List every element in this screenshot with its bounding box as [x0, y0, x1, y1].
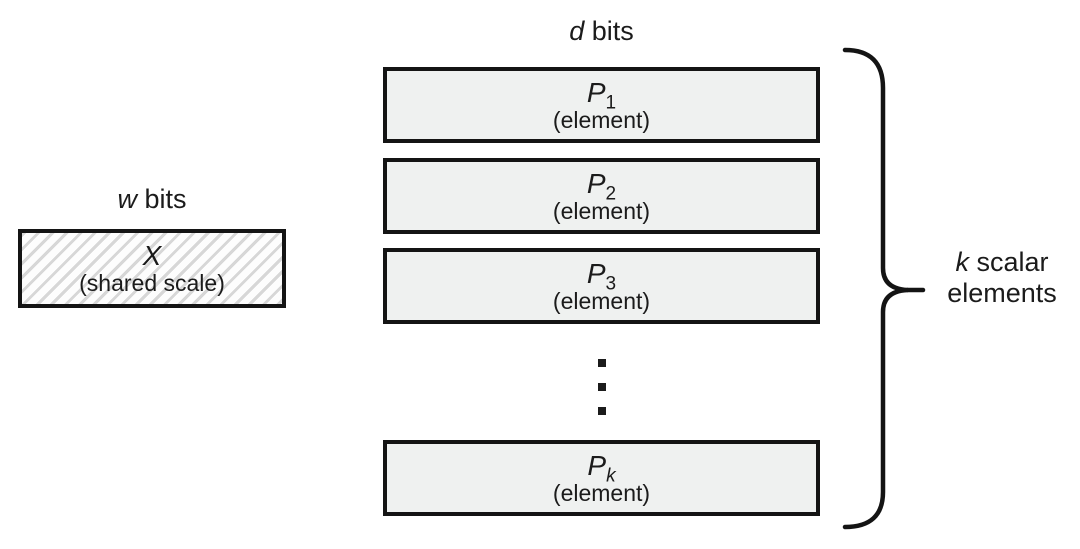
w-bits-variable: w	[117, 184, 137, 214]
k-scalar-line1: k scalar	[927, 247, 1077, 278]
ellipsis-dot	[598, 407, 606, 415]
ellipsis-dot	[598, 383, 606, 391]
element-caption-1: (element)	[552, 106, 651, 133]
element-symbol-letter: P	[587, 449, 607, 481]
shared-scale-symbol: X	[142, 240, 162, 271]
element-caption-2: (element)	[552, 197, 651, 224]
k-scalar-text: scalar	[968, 247, 1049, 277]
d-bits-text: bits	[584, 16, 634, 46]
element-symbol-letter: P	[586, 76, 606, 108]
k-variable: k	[955, 247, 969, 277]
ellipsis-dot	[598, 359, 606, 367]
shared-scale-box: X (shared scale)	[18, 229, 286, 308]
element-symbol-1: P1	[586, 76, 616, 113]
k-scalar-line2: elements	[947, 278, 1057, 308]
element-box-3: P3 (element)	[383, 248, 820, 324]
element-symbol-letter: P	[586, 167, 606, 199]
element-symbol-k: Pk	[587, 449, 615, 486]
vertical-ellipsis-icon	[598, 359, 607, 415]
w-bits-label: w bits	[18, 184, 286, 214]
d-bits-variable: d	[569, 16, 585, 46]
element-symbol-subscript: 2	[605, 183, 617, 205]
d-bits-label: d bits	[383, 16, 820, 46]
element-box-k: Pk (element)	[383, 440, 820, 516]
element-caption-k: (element)	[552, 479, 651, 506]
shared-scale-caption: (shared scale)	[79, 270, 225, 296]
k-elements-brace	[842, 47, 926, 530]
element-symbol-subscript: 1	[605, 92, 617, 114]
element-symbol-letter: P	[586, 257, 606, 289]
element-box-1: P1 (element)	[383, 67, 820, 143]
element-symbol-3: P3	[586, 257, 616, 294]
element-box-2: P2 (element)	[383, 158, 820, 234]
w-bits-text: bits	[136, 184, 187, 214]
k-scalar-elements-label: k scalar elements	[927, 247, 1077, 309]
element-symbol-subscript: 3	[605, 273, 617, 295]
element-symbol-subscript: k	[606, 465, 616, 487]
element-symbol-2: P2	[586, 167, 616, 204]
element-caption-3: (element)	[552, 287, 651, 314]
